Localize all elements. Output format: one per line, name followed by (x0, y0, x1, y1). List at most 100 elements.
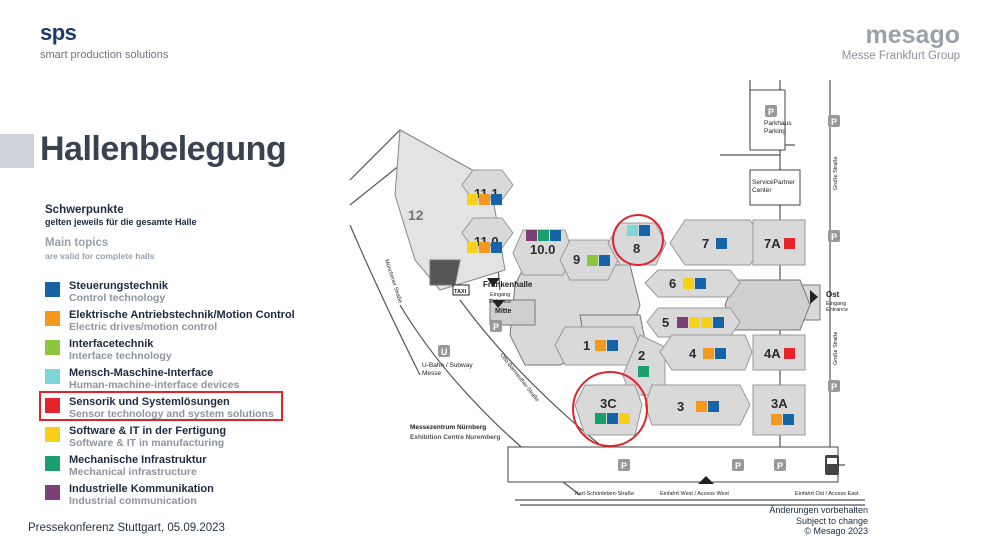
legend-item-software: Software & IT in der Fertigung Software … (45, 425, 285, 454)
svg-text:P: P (735, 461, 741, 471)
label-street-muenchener: Münchener Straße (383, 259, 403, 304)
parking-south (507, 446, 839, 483)
organizer-group: Messe Frankfurt Group (841, 50, 960, 62)
legend-swatch (45, 427, 60, 442)
label-ost: Ost (826, 290, 840, 299)
legend-label-en: Industrial communication (69, 495, 197, 507)
sq-11-0-control (491, 242, 502, 253)
map-icons: P P P P P P P P (438, 105, 840, 475)
label-access-east: Einfahrt Ost / Access East (795, 491, 859, 497)
svg-text:P: P (777, 461, 783, 471)
legend-label-en: Sensor technology and system solutions (69, 408, 274, 420)
organizer-name: mesago (865, 21, 960, 49)
label-messe: Messe (422, 370, 442, 377)
svg-text:P: P (768, 107, 774, 117)
hall-label-5: 5 (662, 315, 669, 330)
sq-4a-sensor (784, 348, 795, 359)
label-access-west: Einfahrt West / Access West (660, 491, 729, 497)
svg-text:TAXI: TAXI (454, 289, 467, 295)
label-ubahn: U-Bahn / Subway (422, 362, 473, 369)
hall-labels: 12 11.1 11.0 10.0 9 8 7 7A 6 5 1 2 4 4A … (408, 186, 788, 414)
topics-subtitle-de: gelten jeweils für die gesamte Halle (45, 217, 197, 227)
legend-item-interface: Interfacetechnik Interface technology (45, 338, 285, 367)
label-eingang: Eingang (490, 292, 510, 298)
svg-text:P: P (831, 117, 837, 127)
note-copyright: © Mesago 2023 (804, 526, 868, 536)
legend-swatch (45, 456, 60, 471)
legend-label-de: Steuerungstechnik (69, 280, 169, 292)
legend-label-de: Sensorik und Systemlösungen (69, 396, 230, 408)
sq-10-control (550, 230, 561, 241)
entrance-arrow-mitte (492, 300, 505, 308)
entrance-arrow-frankenhalle (487, 278, 500, 287)
hall-topic-squares (467, 194, 795, 425)
sq-5-software (689, 317, 700, 328)
parking-icon: P (490, 320, 502, 332)
sq-9-interface (587, 255, 598, 266)
label-center: Center (752, 187, 772, 194)
legend-label-de: Elektrische Antriebstechnik/Motion Contr… (69, 309, 295, 321)
label-mitte: Mitte (495, 308, 511, 315)
hall-label-7: 7 (702, 236, 709, 251)
entrance-markers (487, 278, 818, 484)
hall-label-4: 4 (689, 346, 697, 361)
sq-6-software (683, 278, 694, 289)
highlight-circle-hall-3c (572, 371, 648, 447)
sq-4-drives (703, 348, 714, 359)
hall-label-6: 6 (669, 276, 676, 291)
legend-item-control: Steuerungstechnik Control technology (45, 280, 285, 309)
sq-11-1-software (467, 194, 478, 205)
sq-3a-drives (771, 414, 782, 425)
sq-11-0-software (467, 242, 478, 253)
legend-item-mechanical: Mechanische Infrastruktur Mechanical inf… (45, 454, 285, 483)
topics-subtitle-en: are valid for complete halls (45, 251, 155, 261)
hall-label-3: 3 (677, 399, 684, 414)
sq-1-control (607, 340, 618, 351)
brand-tagline: smart production solutions (40, 49, 169, 61)
servicepartner-center (749, 169, 801, 206)
topic-legend: Steuerungstechnik Control technology Ele… (45, 280, 295, 512)
hall-label-8: 8 (633, 241, 640, 256)
sq-5-software-2 (701, 317, 712, 328)
organizer-logo: mesago Messe Frankfurt Group (842, 22, 960, 62)
parking-icon: P (774, 459, 786, 471)
sq-5-control (713, 317, 724, 328)
label-eingang-ost: Eingang (826, 301, 846, 307)
sq-7a-sensor (784, 238, 795, 249)
hall-label-10-0: 10.0 (530, 242, 555, 257)
legend-label-de: Software & IT in der Fertigung (69, 425, 227, 437)
sq-7-control (716, 238, 727, 249)
label-street-grosse-2: Große Straße (833, 331, 839, 365)
legend-label-en: Mechanical infrastructure (69, 466, 197, 478)
svg-text:P: P (831, 382, 837, 392)
brand-name: sps (40, 20, 77, 45)
hall-label-3a: 3A (771, 396, 788, 411)
sq-3c-software (619, 413, 630, 424)
sq-3c-control (607, 413, 618, 424)
legend-label-en: Control technology (69, 292, 166, 304)
svg-text:U: U (441, 347, 448, 357)
sq-6-control (695, 278, 706, 289)
bus-icon (825, 455, 839, 475)
hall-map: 12 11.1 11.0 10.0 9 8 7 7A 6 5 1 2 4 4A … (349, 80, 865, 506)
brand-logo: sps smart production solutions (40, 20, 169, 62)
legend-label-de: Mechanische Infrastruktur (69, 454, 207, 466)
legend-item-communication: Industrielle Kommunikation Industrial co… (45, 483, 285, 512)
label-parkhaus: Parkhaus (764, 120, 792, 127)
topics-title-en: Main topics (45, 237, 109, 249)
note-line-en: Subject to change (795, 515, 868, 526)
parking-icon: P (618, 459, 630, 471)
legend-label-en: Software & IT in manufacturing (69, 437, 225, 449)
legend-swatch (45, 369, 60, 384)
sq-1-drives (595, 340, 606, 351)
map-disclaimer: Änderungen vorbehalten Subject to change… (769, 505, 868, 537)
legend-label-de: Industrielle Kommunikation (69, 483, 214, 495)
hall-label-12: 12 (408, 207, 424, 223)
label-street-karl: Karl-Schönleben-Straße (575, 491, 634, 497)
title-accent-bar (0, 134, 34, 168)
note-line-de: Änderungen vorbehalten (769, 505, 868, 515)
taxi-icon: TAXI (452, 284, 470, 296)
legend-swatch (45, 485, 60, 500)
legend-swatch (45, 340, 60, 355)
label-exhibition: Exhibition Centre Nuremberg (410, 434, 500, 441)
